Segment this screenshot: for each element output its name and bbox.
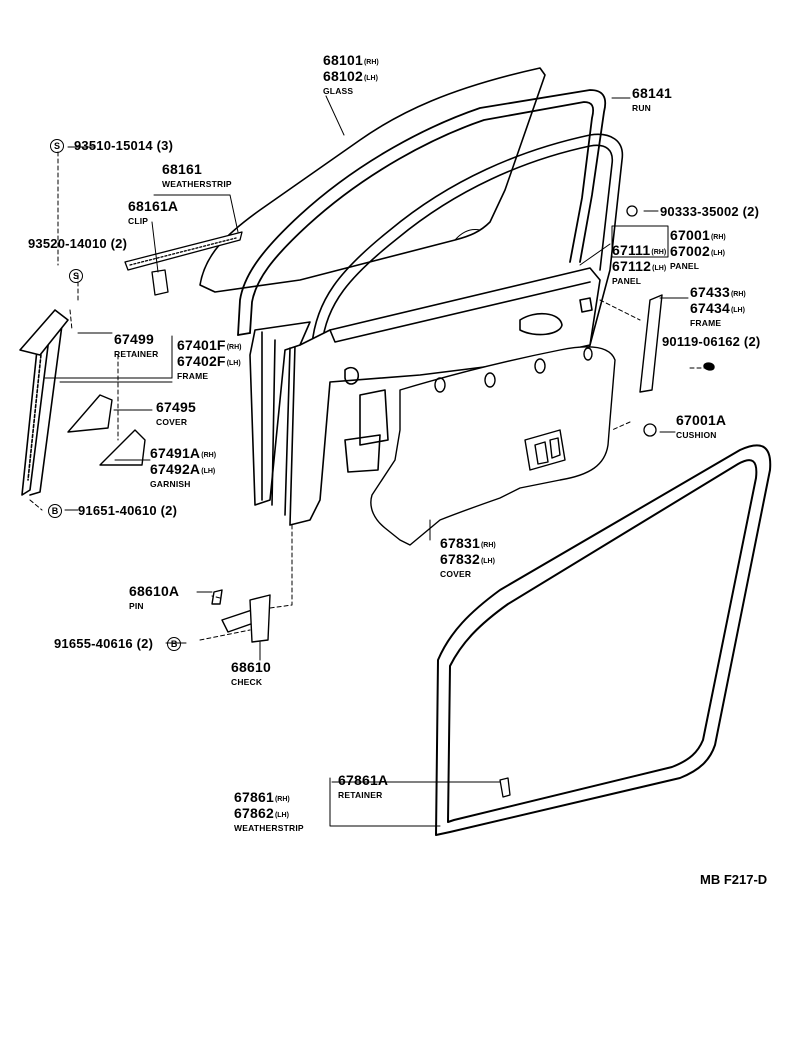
door-panel-part [249,133,624,526]
garnish-67491a-part [99,429,146,466]
label-garnish-67491a: 67491A(RH) 67492A(LH) GARNISH [150,445,217,489]
frame-67433-part [639,294,715,393]
label-bolt-93520: 93520-14010 (2) [28,236,128,251]
check-68610-part [211,589,271,643]
label-bolt-93520-symbol: S [69,268,85,284]
weatherstrip-68161-part [124,231,243,296]
label-bolt-90119: 90119-06162 (2) [662,334,761,349]
callout-lines [44,95,689,827]
weatherstrip-67861-part [435,444,772,836]
cover-67495-part [67,394,113,433]
s-symbol-icon: S [50,138,64,153]
label-panel-67001: 67001(RH) 67002(LH) PANEL [670,227,726,271]
b-symbol-icon: B [48,503,62,518]
label-weatherstrip-68161: 68161 WEATHERSTRIP [162,161,232,189]
plug-90333-part [626,205,638,217]
label-clip-68161a: 68161A CLIP [128,198,179,226]
glass-part [199,67,546,293]
label-glass: 68101(RH) 68102(LH) GLASS [323,52,379,96]
label-check-68610: 68610 CHECK [231,659,271,687]
frame-67401f-part [19,309,69,496]
figure-code: MB F217-D [700,872,768,887]
label-bolt-91655: 91655-40616 (2)B [54,636,183,652]
cover-67831-part [370,346,616,546]
label-retainer-67861a: 67861A RETAINER [338,772,389,800]
label-weatherstrip-67861: 67861(RH) 67862(LH) WEATHERSTRIP [234,789,304,833]
label-plug-90333: 90333-35002 (2) [660,204,760,219]
label-pin-68610a: 68610A PIN [129,583,180,611]
run-part [237,89,607,336]
label-cover-67495: 67495 COVER [156,399,196,427]
label-frame-67433: 67433(RH) 67434(LH) FRAME [690,284,746,328]
label-run: 68141 RUN [632,85,672,113]
label-frame-67401f: 67401F(RH) 67402F(LH) FRAME [177,337,242,381]
cushion-67001a-part [643,423,657,437]
label-panel-67111: 67111(RH) 67112(LH) PANEL [612,242,667,286]
label-cover-67831: 67831(RH) 67832(LH) COVER [440,535,496,579]
s-symbol-icon: S [69,268,83,283]
b-symbol-icon: B [167,636,182,651]
retainer-67861a-part [499,777,511,798]
label-retainer-67499: 67499 RETAINER [114,331,159,359]
label-cushion-67001a: 67001A CUSHION [676,412,727,440]
